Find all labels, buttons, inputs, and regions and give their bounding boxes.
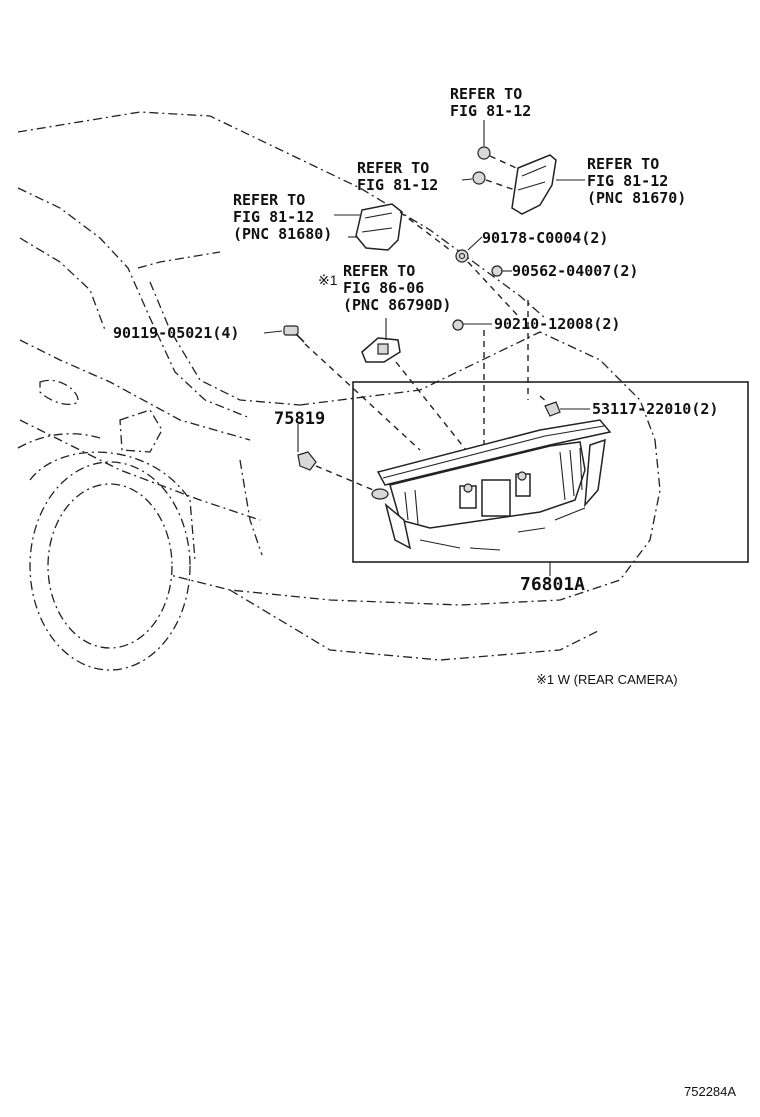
clip-90178 (455, 236, 521, 319)
callout-line: REFER TO (587, 155, 659, 173)
footnote-rear-camera: ※1 W (REAR CAMERA) (536, 672, 678, 687)
callout-line: FIG 81-12 (587, 172, 668, 190)
rear-camera-bracket (361, 318, 471, 456)
callout-line: REFER TO (450, 85, 522, 103)
callout-line: REFER TO (343, 262, 415, 280)
rear-lamp-left (334, 203, 451, 251)
callout-refer-right: REFER TO FIG 81-12 (PNC 81670) (587, 155, 686, 207)
callout-line: REFER TO (233, 191, 305, 209)
callout-refer-left: REFER TO FIG 81-12 (PNC 81680) (233, 191, 332, 243)
callout-line: FIG 81-12 (450, 102, 531, 120)
screw-90119 (263, 325, 421, 451)
callout-line: REFER TO (357, 159, 429, 177)
rear-lamp-right (511, 154, 585, 215)
callout-line: FIG 86-06 (343, 279, 424, 297)
callout-line: (PNC 81680) (233, 225, 332, 243)
callout-line: (PNC 86790D) (343, 296, 451, 314)
note-mark: ※1 (318, 272, 338, 288)
callout-line: (PNC 81670) (587, 189, 686, 207)
callout-refer-mid: REFER TO FIG 81-12 (357, 159, 438, 194)
part-number-75819: 75819 (274, 409, 325, 429)
part-number-90562: 90562-04007(2) (512, 262, 638, 280)
nut-top (477, 120, 526, 173)
garnish-assembly-frame (352, 381, 749, 576)
part-number-90119: 90119-05021(4) (113, 324, 239, 342)
nut-90562 (491, 265, 512, 277)
callout-line: FIG 81-12 (233, 208, 314, 226)
callout-line: FIG 81-12 (357, 176, 438, 194)
part-number-76801: 76801A (520, 574, 585, 595)
part-number-53117: 53117-22010(2) (592, 400, 718, 418)
clip-75819 (297, 424, 379, 493)
part-number-90210: 90210-12008(2) (494, 315, 620, 333)
callout-refer-top: REFER TO FIG 81-12 (450, 85, 531, 120)
clip-53117 (527, 300, 590, 417)
figure-code: 752284A (684, 1084, 736, 1099)
part-number-90178: 90178-C0004(2) (482, 229, 608, 247)
callout-refer-camera: ※1 REFER TO FIG 86-06 (PNC 86790D) (318, 262, 451, 314)
luggage-garnish (371, 419, 612, 551)
nut-mid (461, 171, 516, 191)
car-body-outline (17, 111, 661, 671)
